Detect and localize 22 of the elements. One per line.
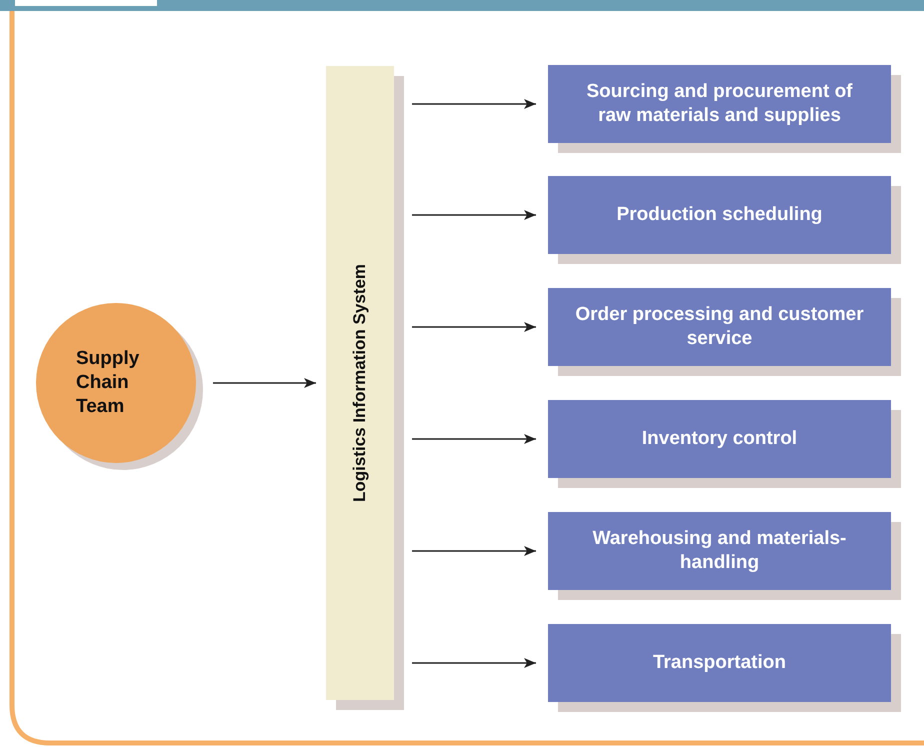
node-label: Supply Chain Team [76,347,140,419]
node-label: Transportation [652,651,787,675]
system-bar [326,66,394,700]
arrow [412,99,536,109]
process-box [548,400,891,478]
arrow [412,546,536,556]
node-label: Warehousing and materials-handling [592,527,848,575]
node-label: Logistics Information System [350,264,370,502]
arrow [412,658,536,668]
node-label: Order processing and customer service [574,303,865,351]
process-box [548,624,891,702]
node-label: Production scheduling [616,203,824,227]
process-box [548,65,891,143]
arrow [412,434,536,444]
node-label: Sourcing and procurement of raw materials and supplies [585,80,854,128]
process-box [548,288,891,366]
arrow [412,322,536,332]
arrow [213,378,316,388]
node-label: Inventory control [640,427,798,451]
process-box [548,176,891,254]
process-box [548,512,891,590]
arrow [412,210,536,220]
